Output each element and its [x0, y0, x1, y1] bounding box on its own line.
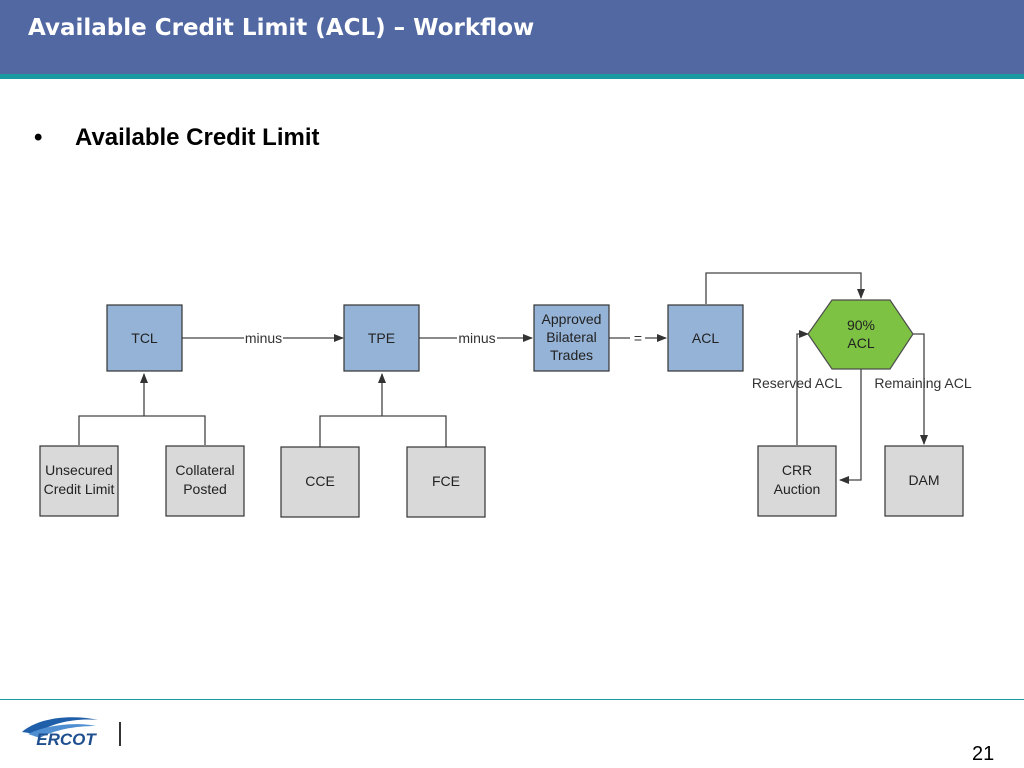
node-90-acl-line-2: ACL — [847, 335, 874, 351]
page-number: 21 — [972, 743, 995, 765]
node-abt-line-3: Trades — [550, 347, 593, 363]
edge-label-remaining-acl: Remaining ACL — [874, 375, 971, 391]
90-acl-to-dam-arrow — [913, 333, 928, 445]
tpe-inputs-bracket — [319, 415, 447, 447]
node-crr-line-1: CRR — [782, 462, 812, 478]
node-approved-bilateral-trades: Approved Bilateral Trades — [533, 304, 610, 372]
node-abt-line-1: Approved — [542, 311, 602, 327]
node-ucl-line-2: Credit Limit — [44, 481, 115, 497]
node-tcl-label: TCL — [131, 330, 158, 346]
logo-swoosh-light-icon — [28, 724, 96, 738]
bullet-text: Available Credit Limit — [75, 124, 320, 151]
node-unsecured-credit-limit: Unsecured Credit Limit — [39, 445, 119, 517]
node-cce: CCE — [280, 446, 360, 518]
node-dam: DAM — [884, 445, 964, 517]
edge-label-minus-1: minus — [245, 330, 282, 346]
edge-label-minus-2: minus — [458, 330, 495, 346]
node-abt-line-2: Bilateral — [546, 329, 597, 345]
crr-to-90-acl-arrow — [796, 330, 809, 445]
bullet-dot: • — [34, 124, 43, 151]
node-90-acl-line-1: 90% — [847, 317, 875, 333]
title-bar-stripe — [0, 74, 1024, 79]
footer-separator — [119, 722, 121, 746]
node-tpe-label: TPE — [368, 330, 395, 346]
node-crr-auction: CRR Auction — [757, 445, 837, 517]
node-acl-label: ACL — [692, 330, 719, 346]
node-ucl-line-1: Unsecured — [45, 462, 113, 478]
edge-label-reserved-acl: Reserved ACL — [752, 375, 842, 391]
node-cp-line-2: Posted — [183, 481, 227, 497]
ercot-logo: ERCOT — [22, 717, 98, 749]
node-cp-line-1: Collateral — [175, 462, 234, 478]
node-tcl: TCL — [106, 304, 183, 372]
node-acl: ACL — [667, 304, 744, 372]
node-fce: FCE — [406, 446, 486, 518]
acl-to-90-acl-arrow — [705, 272, 865, 304]
node-fce-label: FCE — [432, 473, 460, 489]
footer-divider — [0, 699, 1024, 700]
edge-label-equals: = — [634, 330, 642, 346]
logo-wordmark: ERCOT — [36, 730, 97, 749]
node-90-percent-acl: 90% ACL — [807, 299, 914, 370]
90-acl-to-crr-arrow — [839, 369, 862, 484]
bullet-item: • Available Credit Limit — [34, 124, 320, 152]
title-bar — [0, 0, 1024, 74]
node-tpe: TPE — [343, 304, 420, 372]
slide-title: Available Credit Limit (ACL) – Workflow — [28, 15, 535, 41]
tcl-inputs-bracket — [78, 415, 206, 445]
node-collateral-posted: Collateral Posted — [165, 445, 245, 517]
node-crr-line-2: Auction — [774, 481, 821, 497]
node-cce-label: CCE — [305, 473, 335, 489]
node-dam-label: DAM — [908, 472, 939, 488]
